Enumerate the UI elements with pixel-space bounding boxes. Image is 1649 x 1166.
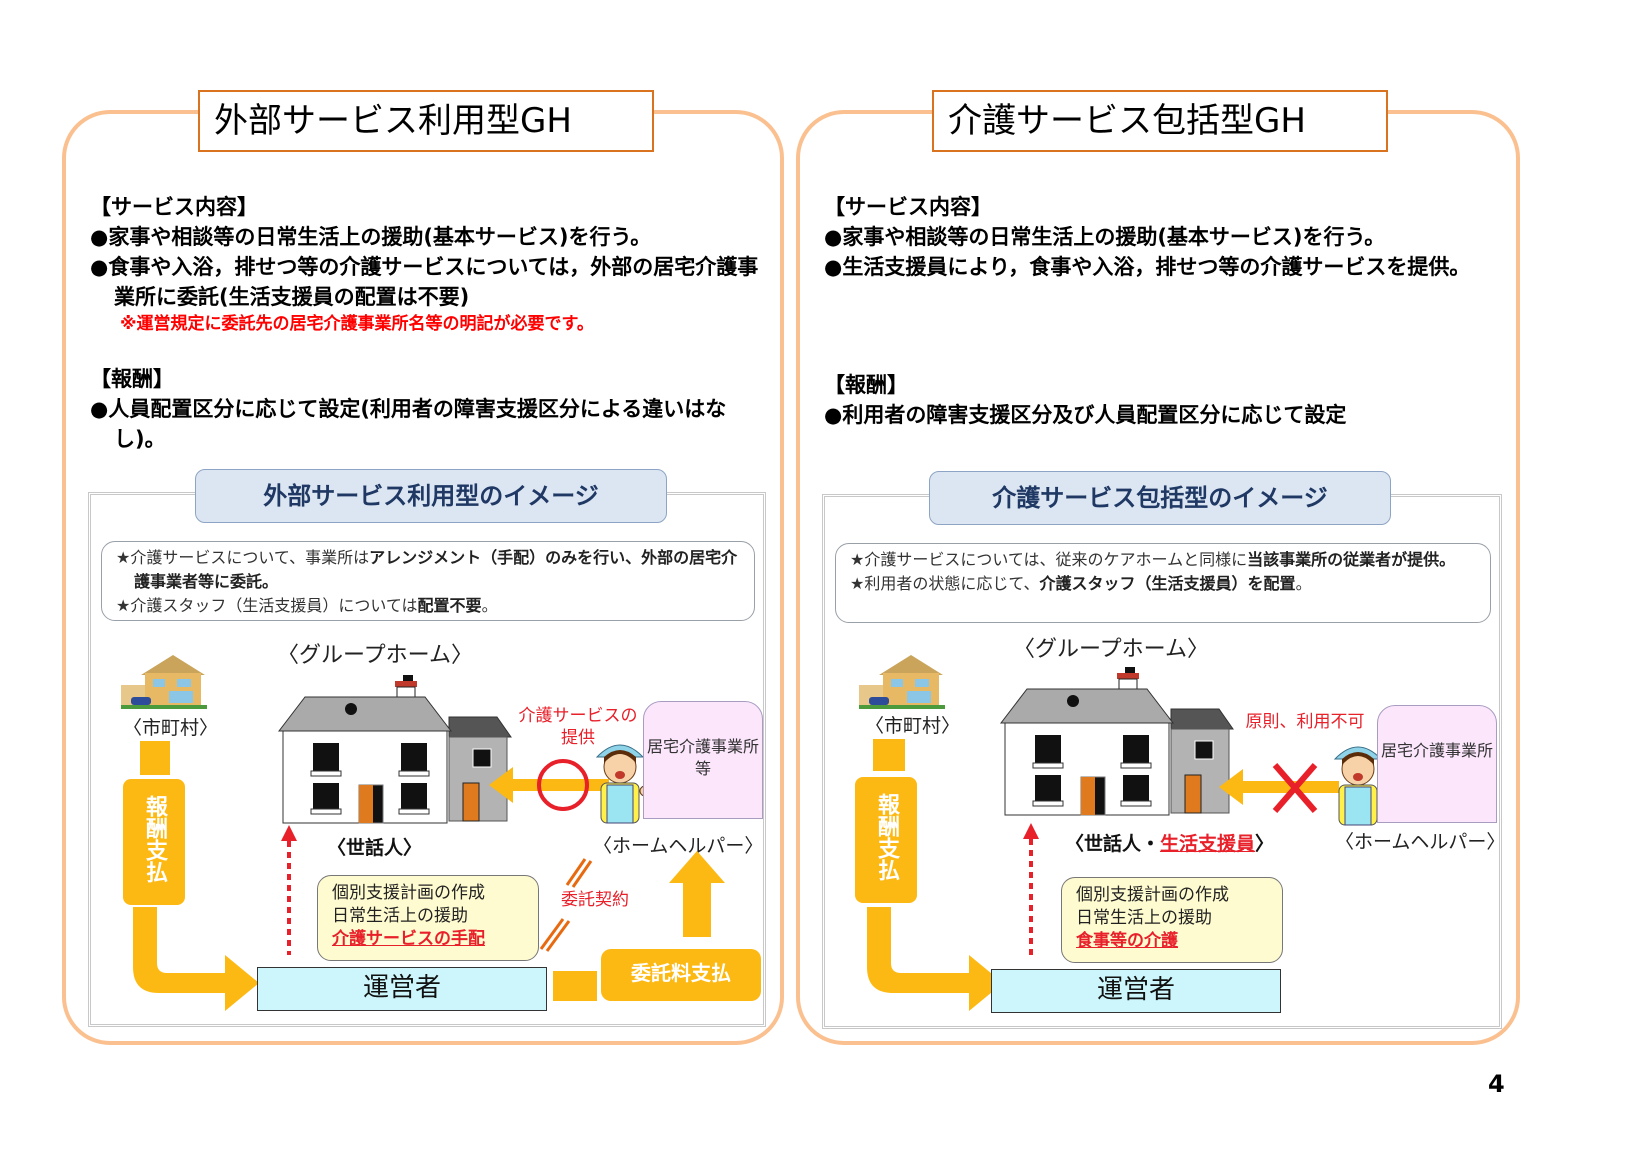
operator-box: 運営者 <box>257 967 547 1011</box>
plan-line: 個別支援計画の作成 <box>332 883 485 903</box>
fee-section: 【報酬】 ●利用者の障害支援区分及び人員配置区分に応じて設定 <box>824 370 1502 430</box>
desc-emphasis: アレンジメント（手配）のみを行い、外部の居宅介護事業者等に委託。 <box>134 548 738 591</box>
fee-payment-label: 委託料支払 <box>601 949 761 1001</box>
caretaker-label-text: 〉 <box>1255 833 1275 855</box>
contract-line-icon <box>539 858 593 952</box>
description-box: ★介護サービスについて、事業所はアレンジメント（手配）のみを行い、外部の居宅介護… <box>101 541 755 621</box>
section-heading: 【報酬】 <box>824 373 908 397</box>
image-title: 外部サービス利用型のイメージ <box>195 469 667 523</box>
fee-item: ●人員配置区分に応じて設定(利用者の障害支援区分による違いはなし)。 <box>90 397 727 451</box>
service-item: ●食事や入浴，排せつ等の介護サービスについては，外部の居宅介護事業所に委託(生活… <box>90 255 759 309</box>
panel-external-service-type: 外部サービス利用型GH 【サービス内容】 ●家事や相談等の日常生活上の援助(基本… <box>62 90 784 1045</box>
fee-section: 【報酬】 ●人員配置区分に応じて設定(利用者の障害支援区分による違いはなし)。 <box>90 364 766 454</box>
panel-comprehensive-care-type: 介護サービス包括型GH 【サービス内容】 ●家事や相談等の日常生活上の援助(基本… <box>796 90 1520 1045</box>
image-frame: 外部サービス利用型のイメージ ★介護サービスについて、事業所はアレンジメント（手… <box>88 469 766 1027</box>
section-heading: 【サービス内容】 <box>824 195 992 219</box>
plan-line: 日常生活上の援助 <box>332 906 468 926</box>
description-box: ★介護サービスについては、従来のケアホームと同様に当該事業所の従業者が提供。 ★… <box>835 543 1491 623</box>
service-denied-arrow-icon <box>1219 763 1339 813</box>
desc-emphasis: 配置不要 <box>417 596 482 615</box>
desc-text: 。 <box>1295 574 1312 593</box>
life-support-staff-label: 生活支援員 <box>1160 833 1256 855</box>
group-home-label: 〈グループホーム〉 <box>1013 637 1210 662</box>
fee-item: ●利用者の障害支援区分及び人員配置区分に応じて設定 <box>824 403 1347 427</box>
desc-text: ★介護サービスについては、従来のケアホームと同様に <box>850 550 1248 569</box>
service-content-section: 【サービス内容】 ●家事や相談等の日常生活上の援助(基本サービス)を行う。 ●生… <box>824 192 1502 282</box>
panel-title: 介護サービス包括型GH <box>932 90 1388 152</box>
group-home-label: 〈グループホーム〉 <box>277 643 474 668</box>
home-helper-label: 〈ホームヘルパー〉 <box>1335 831 1506 853</box>
payment-arrow-stem <box>140 741 170 775</box>
service-item: ●家事や相談等の日常生活上の援助(基本サービス)を行う。 <box>824 225 1386 249</box>
service-provision-label: 介護サービスの提供 <box>518 706 638 748</box>
desc-text: ★介護サービスについて、事業所は <box>116 548 370 567</box>
payment-curved-arrow-icon <box>133 907 259 1011</box>
page-number: 4 <box>1488 1070 1505 1098</box>
municipality-label: 〈市町村〉 <box>865 715 961 737</box>
desc-text: 。 <box>481 596 498 615</box>
plan-highlight: 介護サービスの手配 <box>332 929 485 949</box>
plan-highlight: 食事等の介護 <box>1076 931 1178 951</box>
municipality-label: 〈市町村〉 <box>123 717 219 739</box>
support-dotted-arrow-icon <box>281 825 297 955</box>
service-provision-arrow-icon <box>489 759 609 811</box>
service-item: ●生活支援員により，食事や入浴，排せつ等の介護サービスを提供。 <box>824 255 1471 279</box>
desc-text: ★利用者の状態に応じて、 <box>850 574 1040 593</box>
payment-curved-arrow-icon <box>867 907 1003 1011</box>
municipality-building-icon <box>859 655 945 709</box>
plan-box: 個別支援計画の作成 日常生活上の援助 食事等の介護 <box>1061 877 1283 963</box>
municipality-building-icon <box>121 655 207 709</box>
home-helper-label: 〈ホームヘルパー〉 <box>593 835 764 857</box>
caretaker-label-text: 〈世話人・ <box>1065 833 1161 855</box>
section-heading: 【報酬】 <box>90 367 174 391</box>
support-dotted-arrow-icon <box>1023 823 1039 957</box>
care-office-box: 居宅介護事業所等 <box>643 701 763 819</box>
care-office-box: 居宅介護事業所 <box>1377 705 1497 823</box>
service-content-section: 【サービス内容】 ●家事や相談等の日常生活上の援助(基本サービス)を行う。 ●食… <box>90 192 766 336</box>
caretaker-label: 〈世話人・生活支援員〉 <box>1065 829 1274 856</box>
image-frame: 介護サービス包括型のイメージ ★介護サービスについては、従来のケアホームと同様に… <box>822 471 1506 1029</box>
section-heading: 【サービス内容】 <box>90 195 258 219</box>
desc-emphasis: 当該事業所の従業者が提供。 <box>1247 550 1456 569</box>
panel-title: 外部サービス利用型GH <box>198 90 654 152</box>
not-allowed-label: 原則、利用不可 <box>1245 712 1365 732</box>
desc-text: ★介護スタッフ（生活支援員）については <box>116 596 418 615</box>
service-item: ●家事や相談等の日常生活上の援助(基本サービス)を行う。 <box>90 225 652 249</box>
operator-box: 運営者 <box>991 969 1281 1013</box>
payment-label: 報酬支払 <box>123 779 185 905</box>
desc-emphasis: 介護スタッフ（生活支援員）を配置 <box>1039 574 1296 593</box>
contract-label: 委託契約 <box>561 890 629 910</box>
group-home-house-icon <box>277 675 512 824</box>
plan-box: 個別支援計画の作成 日常生活上の援助 介護サービスの手配 <box>317 875 539 961</box>
fee-up-arrow-icon <box>669 851 725 937</box>
service-note: ※運営規定に委託先の居宅介護事業所名等の明記が必要です。 <box>120 314 594 334</box>
home-helper-figure-icon <box>1333 746 1389 826</box>
payment-arrow-stem <box>873 739 905 771</box>
image-title: 介護サービス包括型のイメージ <box>929 471 1391 525</box>
payment-label: 報酬支払 <box>855 777 917 903</box>
group-home-house-icon <box>999 667 1234 816</box>
plan-line: 日常生活上の援助 <box>1076 908 1212 928</box>
fee-connector <box>553 971 597 1001</box>
home-helper-figure-icon <box>595 744 651 824</box>
caretaker-label: 〈世話人〉 <box>327 837 423 859</box>
plan-line: 個別支援計画の作成 <box>1076 885 1229 905</box>
